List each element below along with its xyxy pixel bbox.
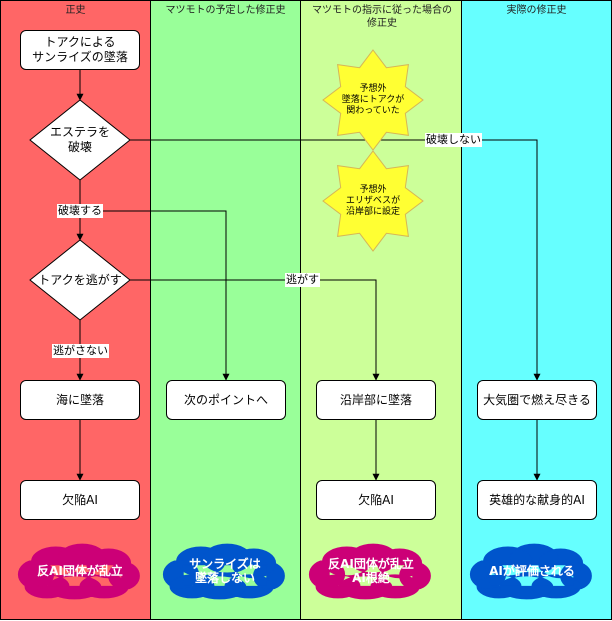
lane-title: 実際の修正史 (506, 5, 567, 16)
lane-title: 正史 (65, 5, 86, 16)
burn-up-node: 大気圏で燃え尽きる (477, 380, 597, 420)
next-point-node: 次のポイントへ (166, 380, 286, 420)
cloud-label: AIが評価される (489, 564, 575, 578)
cloud-label: 反AI団体が乱立 AI根絶 (328, 557, 414, 585)
missing-ai-node: 欠陥AI (316, 480, 436, 520)
edge-label-let-escape: 逃がす (285, 273, 320, 287)
lane-canon: 正史 (0, 0, 151, 620)
start-node: トアクによる サンライズの墜落 (20, 30, 140, 70)
star-label: 予想外 エリザベスが 沿岸部に設定 (345, 184, 401, 217)
lane-title: マツモトの予定した修正史 (165, 5, 286, 16)
sea-crash-node: 海に墜落 (20, 380, 140, 420)
heroic-ai-node: 英雄的な献身的AI (477, 480, 597, 520)
coast-crash-node: 沿岸部に墜落 (316, 380, 436, 420)
edge-label-destroy: 破壊する (57, 204, 103, 218)
lane-title: マツモトの指示に従った場合の修正史 (312, 5, 452, 29)
decision-estella-label: エステラを 破壊 (49, 125, 110, 154)
decision-toac-label: トアクを逃がす (38, 272, 122, 287)
lane-planned-history: マツモトの予定した修正史 (150, 0, 301, 620)
lane-actual-history: 実際の修正史 (461, 0, 612, 620)
star-label: 予想外 墜落にトアクが 関わっていた (341, 83, 405, 116)
cloud-label: 反AI団体が乱立 (37, 564, 123, 578)
edge-label-not-destroy: 破壊しない (425, 133, 482, 147)
missing-ai-node: 欠陥AI (20, 480, 140, 520)
edge-label-not-escape: 逃がさない (52, 344, 109, 358)
cloud-label: サンライズは 墜落しない (189, 557, 261, 585)
